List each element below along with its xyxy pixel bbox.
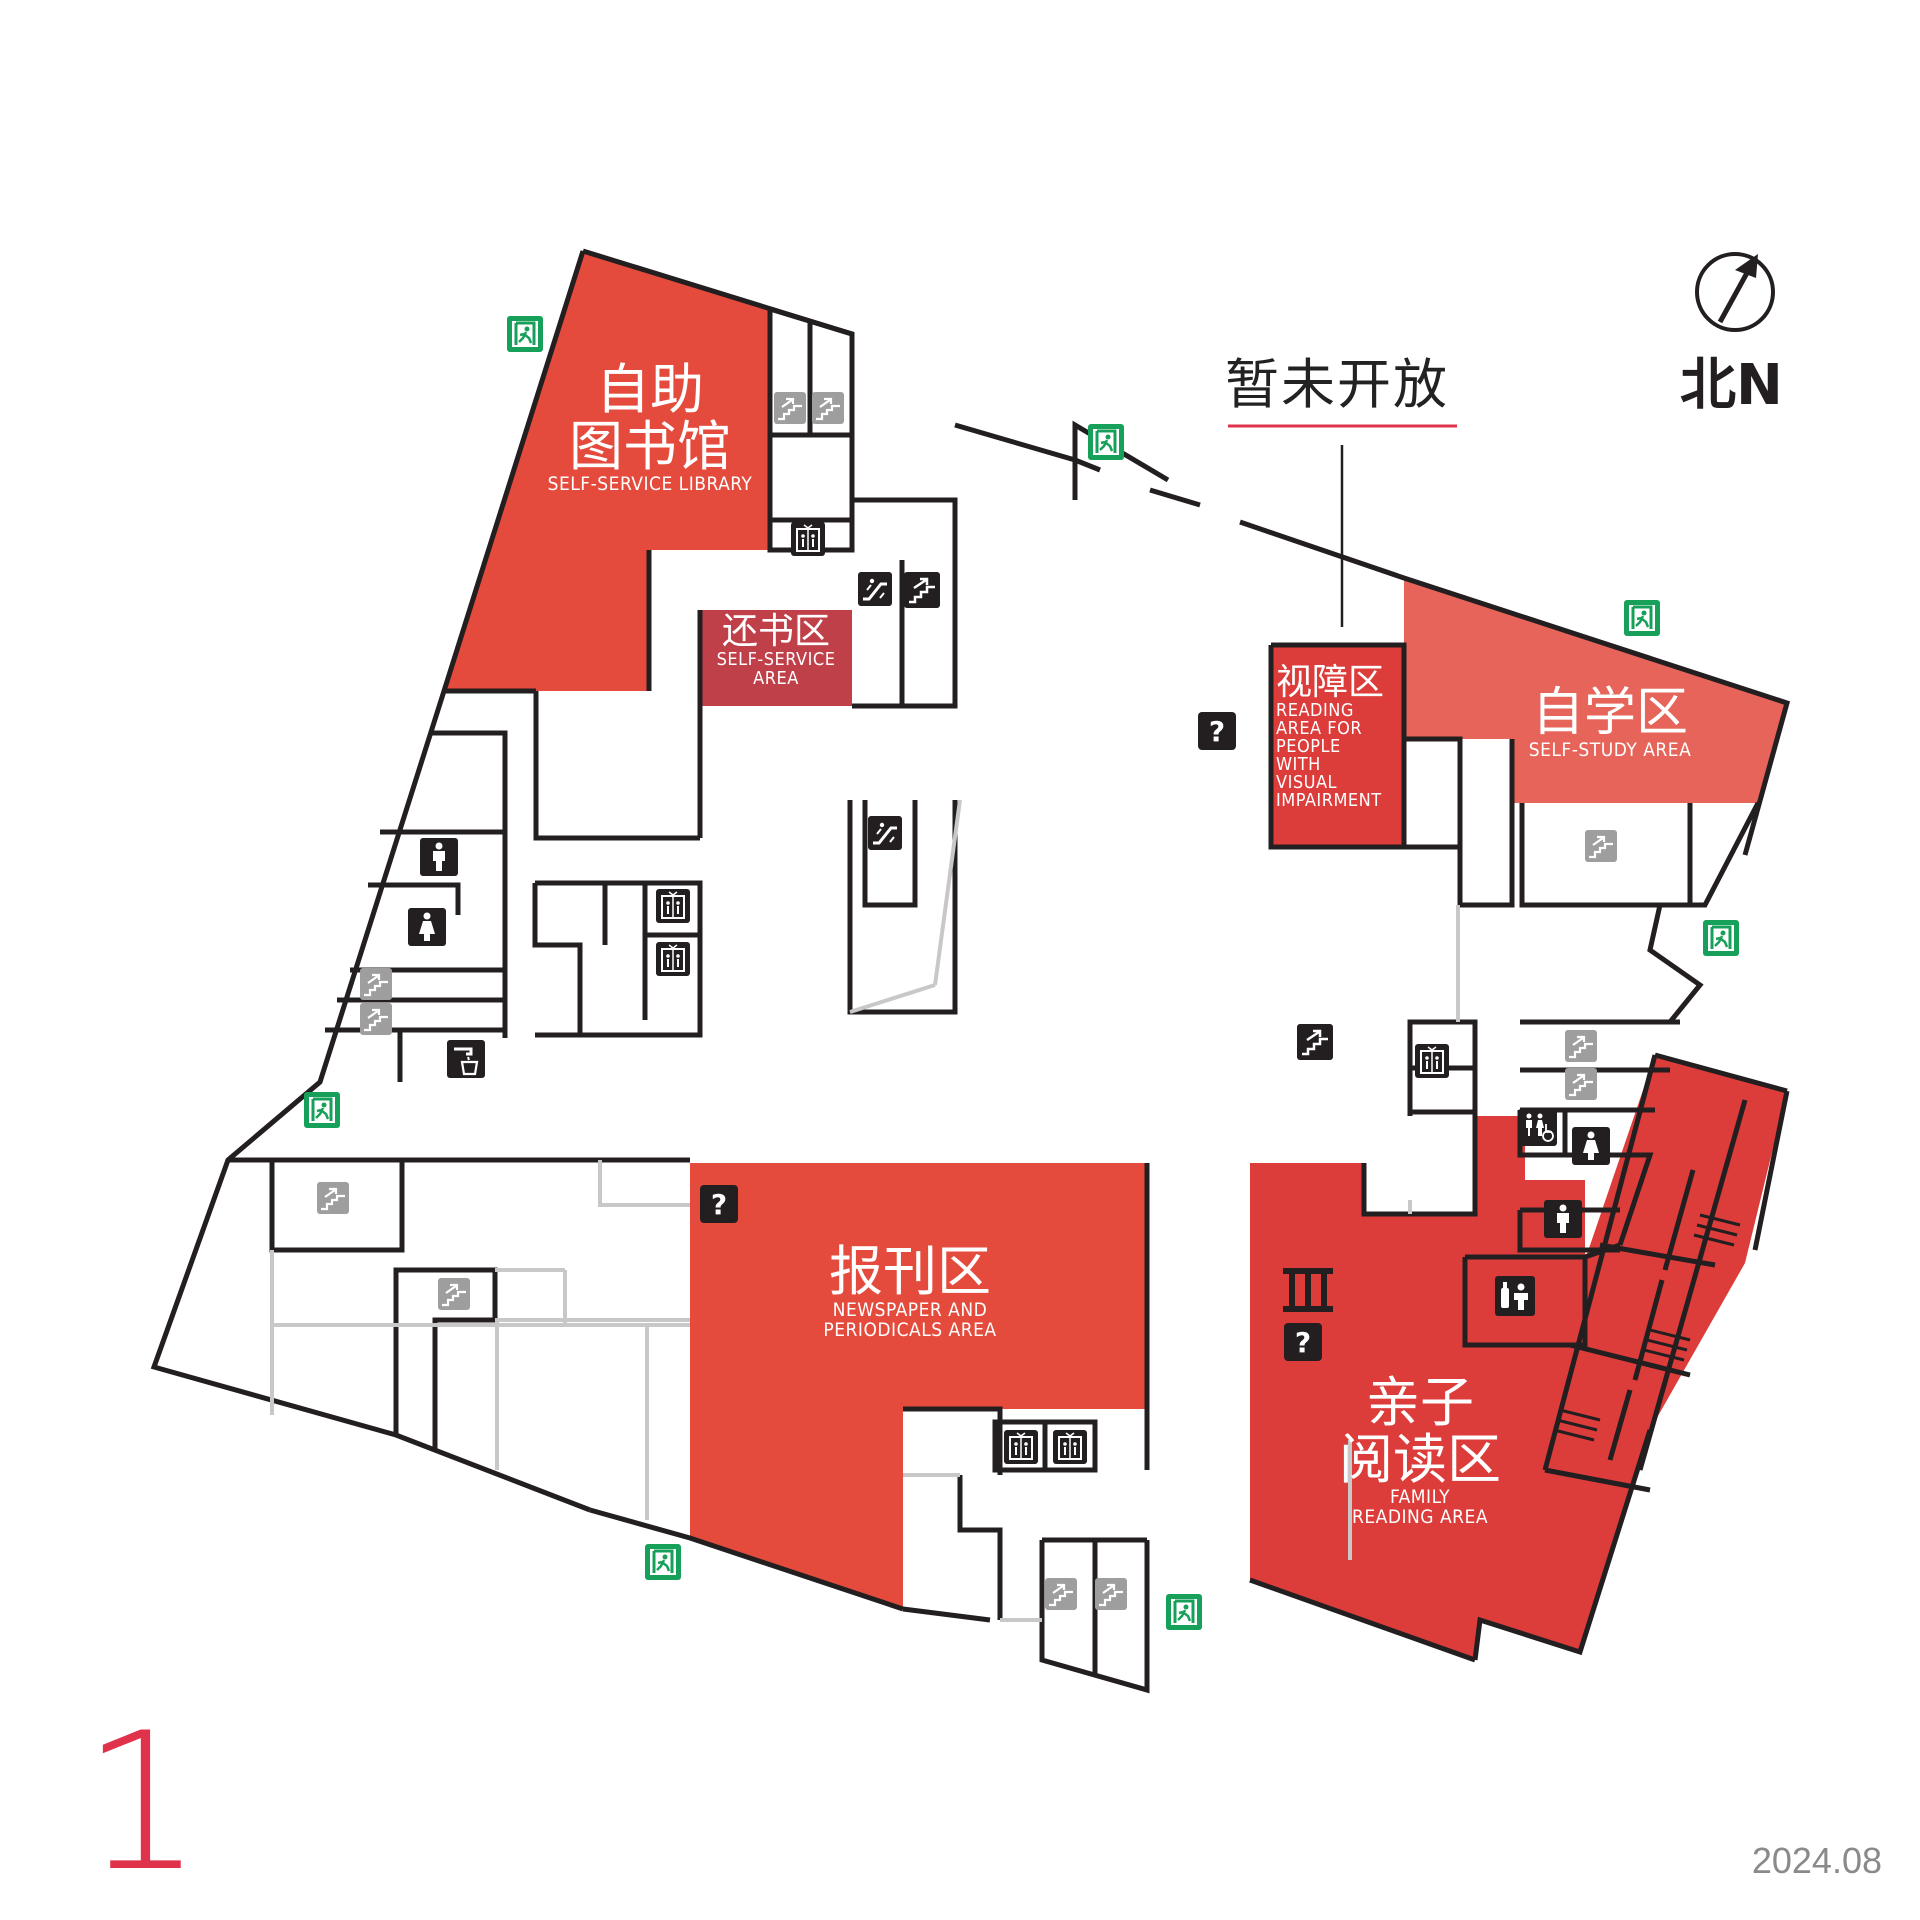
- elevator-icon: [655, 941, 691, 977]
- emergency-exit-icon: [1701, 918, 1741, 958]
- stairs-icon: [1043, 1576, 1079, 1612]
- zone-zh: 自学区: [1531, 683, 1688, 743]
- emergency-exit-icon: [302, 1090, 342, 1130]
- baby-care-icon: [1495, 1276, 1535, 1316]
- stairs-icon: [1583, 828, 1619, 864]
- zone-zh-line1: 自助: [596, 358, 704, 421]
- zone-label-newspaper: 报刊区 NEWSPAPER AND PERIODICALS AREA: [800, 1240, 1020, 1341]
- stairs-icon: [315, 1180, 351, 1216]
- floor-number: 1: [82, 1692, 203, 1913]
- zone-en-line2: READING AREA: [1351, 1506, 1489, 1529]
- stairs-icon: [772, 390, 808, 426]
- male-toilet-icon: [1544, 1200, 1582, 1238]
- female-toilet-icon: [1572, 1127, 1610, 1165]
- north-arrow-icon: [1695, 252, 1775, 332]
- zone-zh-line2: 图书馆: [569, 414, 731, 478]
- stairs-icon: [1295, 1022, 1335, 1062]
- zone-zh: 视障区: [1276, 662, 1385, 703]
- zone-en-line2: PERIODICALS AREA: [823, 1318, 997, 1341]
- zone-zh-line2: 阅读区: [1339, 1427, 1501, 1491]
- zone-label-self-study: 自学区 SELF-STUDY AREA: [1500, 686, 1720, 761]
- elevator-icon: [655, 888, 691, 924]
- zone-zh: 还书区: [721, 611, 830, 652]
- zone-en-line2: AREA: [753, 667, 799, 689]
- zone-en: SELF-STUDY AREA: [1528, 738, 1692, 761]
- elevator-icon: [1414, 1043, 1450, 1079]
- zone-self-service-library: [444, 251, 770, 691]
- zone-visual-impairment: [1271, 645, 1404, 847]
- zone-en-line1: FAMILY: [1390, 1486, 1450, 1509]
- accessible-toilet-icon: [1518, 1107, 1558, 1147]
- emergency-exit-icon: [1086, 422, 1126, 462]
- emergency-exit-icon: [505, 314, 545, 354]
- stairs-icon: [1563, 1066, 1599, 1102]
- zone-book-return: [700, 610, 852, 706]
- stairs-icon: [358, 1001, 394, 1037]
- stairs-icon: [902, 570, 942, 610]
- stairs-icon: [1563, 1028, 1599, 1064]
- zone-label-book-return: 还书区 SELF-SERVICE AREA: [700, 613, 852, 689]
- stairs-icon: [358, 966, 394, 1002]
- escalator-icon: [866, 814, 904, 852]
- zone-en-line: READING: [1276, 699, 1354, 721]
- info-question-icon: [700, 1185, 738, 1223]
- zone-self-study: [1404, 578, 1787, 803]
- elevator-icon: [790, 521, 826, 557]
- not-open-notice: 暂未开放: [1225, 353, 1449, 416]
- zone-label-family-reading: 亲子 阅读区 FAMILY READING AREA: [1320, 1371, 1520, 1529]
- zone-newspaper: [690, 1163, 1147, 1610]
- emergency-exit-icon: [643, 1542, 683, 1582]
- zone-en-line1: NEWSPAPER AND: [832, 1298, 988, 1321]
- water-dispenser-icon: [445, 1038, 487, 1080]
- stairs-icon: [1093, 1576, 1129, 1612]
- zone-en-line: WITH: [1276, 753, 1321, 775]
- elevator-icon: [1003, 1429, 1039, 1465]
- zone-en: SELF-SERVICE LIBRARY: [547, 473, 753, 496]
- zone-en-line: AREA FOR: [1276, 717, 1363, 739]
- escalator-icon: [856, 570, 894, 608]
- zone-en-line: PEOPLE: [1276, 735, 1341, 757]
- zone-en-line: IMPAIRMENT: [1276, 789, 1382, 811]
- elevator-icon: [1052, 1429, 1088, 1465]
- info-question-icon: [1198, 712, 1236, 750]
- zone-en-line: VISUAL: [1276, 771, 1338, 793]
- map-date: 2024.08: [1751, 1840, 1882, 1881]
- north-label: 北N: [1680, 353, 1783, 418]
- zone-label-self-service-library: 自助 图书馆 SELF-SERVICE LIBRARY: [525, 358, 775, 496]
- zone-family-reading: [1250, 1055, 1787, 1660]
- emergency-exit-icon: [1164, 1592, 1204, 1632]
- stairs-icon: [436, 1276, 472, 1312]
- male-toilet-icon: [420, 838, 458, 876]
- zone-zh: 报刊区: [829, 1240, 991, 1303]
- zone-label-visual-impairment: 视障区 READING AREA FOR PEOPLE WITH VISUAL …: [1271, 664, 1404, 810]
- bookshelf-icon: [1283, 1268, 1333, 1312]
- female-toilet-icon: [408, 908, 446, 946]
- info-question-icon: [1284, 1323, 1322, 1361]
- zone-zh-line1: 亲子: [1366, 1371, 1474, 1434]
- stairs-icon: [810, 390, 846, 426]
- zone-en-line1: SELF-SERVICE: [716, 648, 836, 670]
- emergency-exit-icon: [1622, 598, 1662, 638]
